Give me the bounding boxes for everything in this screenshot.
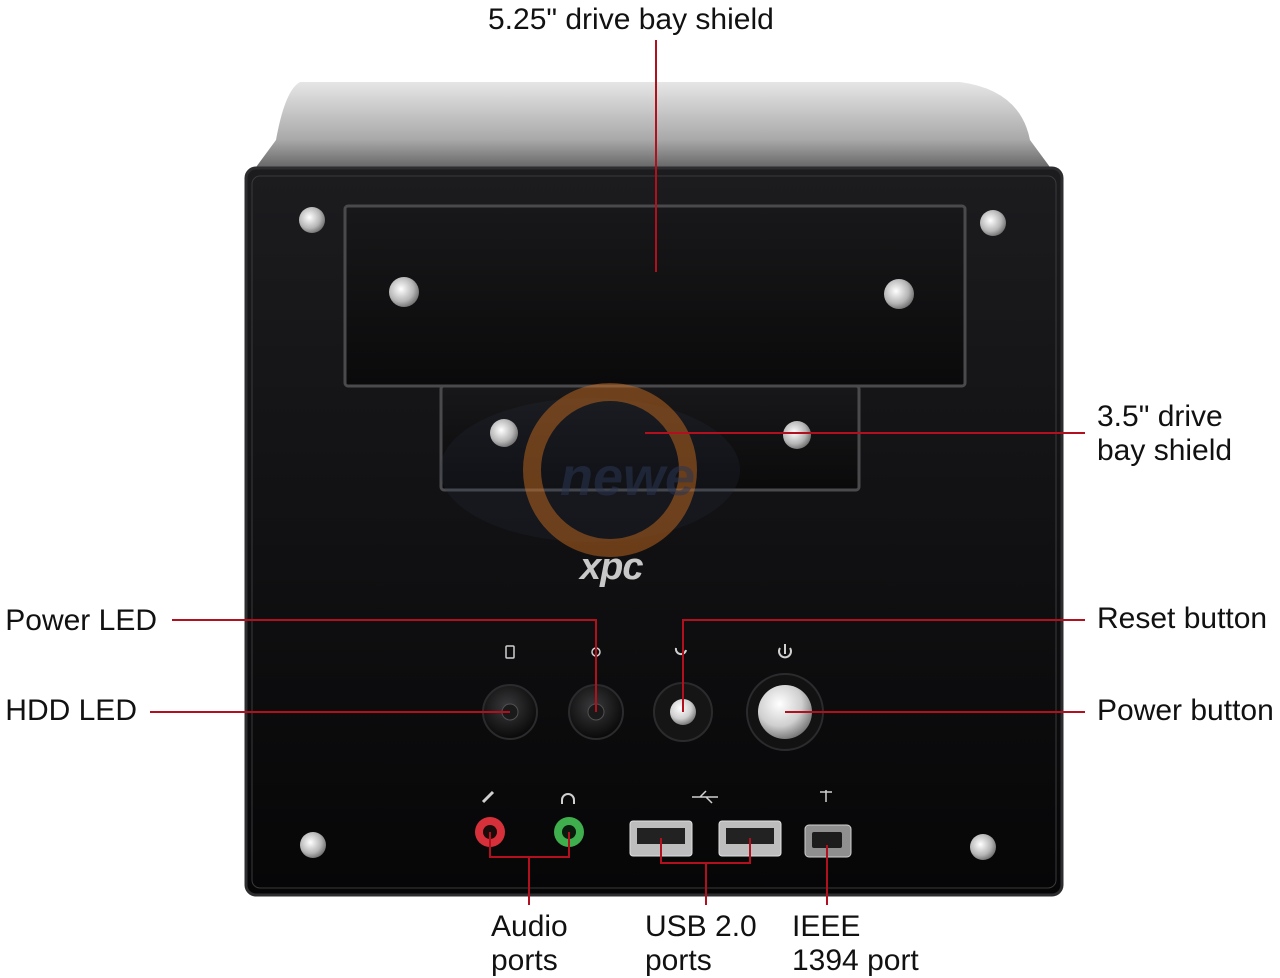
usb-icon bbox=[692, 790, 718, 804]
screws bbox=[299, 207, 1006, 860]
leader-lines bbox=[150, 40, 1085, 905]
hdd-icon bbox=[505, 645, 515, 659]
label-hdd-led: HDD LED bbox=[5, 694, 137, 727]
reset-icon bbox=[674, 647, 687, 656]
headphone-icon bbox=[561, 793, 575, 804]
label-power-led: Power LED bbox=[5, 604, 157, 637]
firewire-icon bbox=[820, 790, 832, 802]
leader-power-led bbox=[172, 619, 597, 712]
label-usb-ports: USB 2.0 ports bbox=[645, 910, 757, 977]
label-35-drive-bay: 3.5" drive bay shield bbox=[1097, 400, 1233, 467]
label-audio-ports: Audio ports bbox=[491, 910, 568, 977]
leader-reset bbox=[682, 619, 1085, 712]
power-icon bbox=[778, 644, 792, 659]
watermark-text: newe bbox=[560, 447, 696, 507]
microphone-icon bbox=[481, 790, 495, 804]
case-top bbox=[248, 82, 1058, 178]
label-power-button: Power button bbox=[1097, 694, 1274, 727]
brand-logo: xpc bbox=[580, 546, 643, 588]
label-reset-button: Reset button bbox=[1097, 602, 1268, 635]
drive-bay-35 bbox=[439, 384, 861, 492]
label-525-drive-bay: 5.25" drive bay shield bbox=[488, 3, 774, 36]
label-ieee-port: IEEE 1394 port bbox=[792, 910, 919, 977]
